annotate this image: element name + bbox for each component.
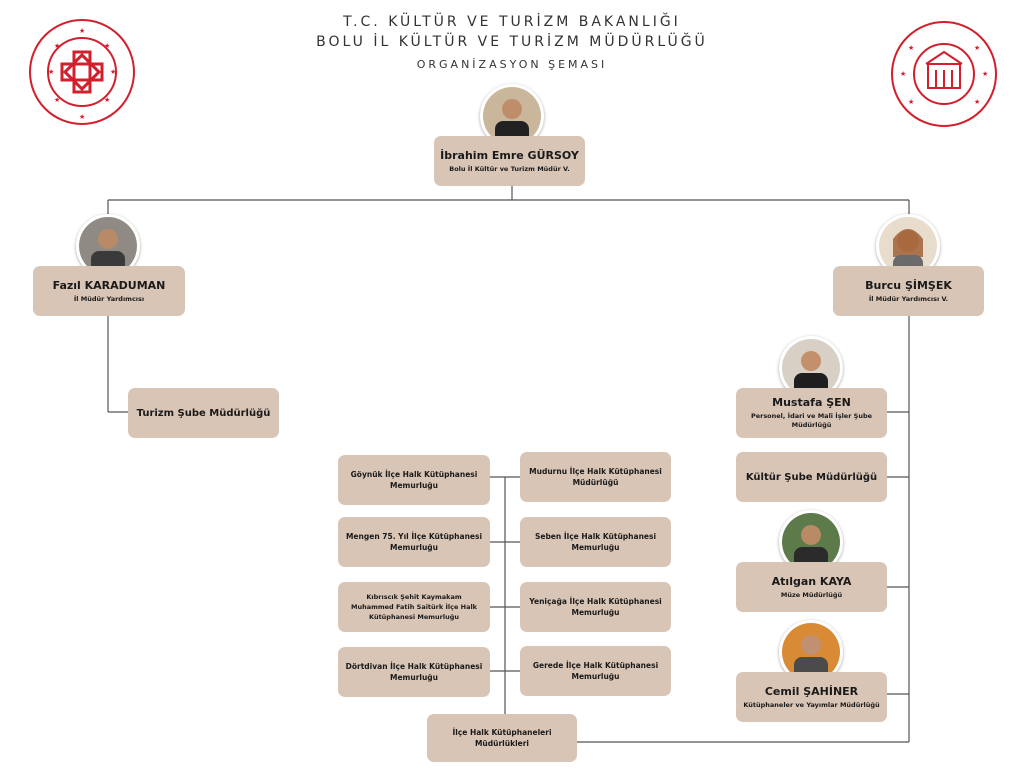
header-ministry: T.C. KÜLTÜR VE TURİZM BAKANLIĞI bbox=[343, 14, 681, 30]
svg-text:★: ★ bbox=[104, 42, 110, 50]
library-label: Mudurnu İlçe Halk Kütüphanesi Müdürlüğü bbox=[529, 467, 662, 487]
cemil-box: Cemil ŞAHİNER Kütüphaneler ve Yayımlar M… bbox=[736, 672, 887, 722]
atilgan-title: Müze Müdürlüğü bbox=[780, 590, 843, 599]
library-box-kibriscik: Kıbrıscık Şehit Kaymakam Muhammed Fatih … bbox=[338, 582, 490, 632]
library-label: Yeniçağa İlçe Halk Kütüphanesi Memurluğu bbox=[529, 597, 662, 617]
library-box-dortdivan: Dörtdivan İlçe Halk Kütüphanesi Memurluğ… bbox=[338, 647, 490, 697]
library-label: Göynük İlçe Halk Kütüphanesi Memurluğu bbox=[350, 470, 478, 490]
library-box-yenicaga: Yeniçağa İlçe Halk Kütüphanesi Memurluğu bbox=[520, 582, 671, 632]
director-title: Bolu İl Kültür ve Turizm Müdür V. bbox=[449, 164, 570, 173]
atilgan-name: Atılgan KAYA bbox=[771, 574, 852, 588]
svg-text:★: ★ bbox=[54, 96, 60, 104]
deputy-right-name: Burcu ŞİMŞEK bbox=[865, 278, 952, 292]
svg-text:★: ★ bbox=[79, 27, 85, 35]
atilgan-box: Atılgan KAYA Müze Müdürlüğü bbox=[736, 562, 887, 612]
cemil-name: Cemil ŞAHİNER bbox=[764, 684, 859, 698]
svg-text:★: ★ bbox=[908, 98, 914, 106]
header-directorate: BOLU İL KÜLTÜR VE TURİZM MÜDÜRLÜĞÜ bbox=[316, 34, 708, 50]
district-directorates-label: İlçe Halk Kütüphaneleri Müdürlükleri bbox=[452, 728, 552, 748]
director-name: İbrahim Emre GÜRSOY bbox=[440, 148, 579, 162]
library-box-goynuk: Göynük İlçe Halk Kütüphanesi Memurluğu bbox=[338, 455, 490, 505]
mustafa-name: Mustafa ŞEN bbox=[772, 396, 851, 409]
deputy-right-title: İl Müdür Yardımcısı V. bbox=[868, 294, 949, 303]
library-label: Gerede İlçe Halk Kütüphanesi Memurluğu bbox=[532, 661, 659, 681]
director-box: İbrahim Emre GÜRSOY Bolu İl Kültür ve Tu… bbox=[434, 136, 585, 186]
tourism-branch-box: Turizm Şube Müdürlüğü bbox=[128, 388, 279, 438]
library-label: Dörtdivan İlçe Halk Kütüphanesi Memurluğ… bbox=[345, 662, 483, 682]
deputy-left-box: Fazıl KARADUMAN İl Müdür Yardımcısı bbox=[33, 266, 185, 316]
deputy-left-name: Fazıl KARADUMAN bbox=[52, 278, 166, 292]
svg-text:★: ★ bbox=[982, 70, 988, 78]
mustafa-box: Mustafa ŞEN Personel, İdari ve Mali İşle… bbox=[736, 388, 887, 438]
culture-branch-label: Kültür Şube Müdürlüğü bbox=[745, 471, 878, 483]
svg-text:★: ★ bbox=[110, 68, 116, 76]
district-directorates-box: İlçe Halk Kütüphaneleri Müdürlükleri bbox=[427, 714, 577, 762]
svg-text:★: ★ bbox=[974, 98, 980, 106]
svg-text:★: ★ bbox=[104, 96, 110, 104]
library-box-seben: Seben İlçe Halk Kütüphanesi Memurluğu bbox=[520, 517, 671, 567]
library-box-mudurnu: Mudurnu İlçe Halk Kütüphanesi Müdürlüğü bbox=[520, 452, 671, 502]
mustafa-title: Personel, İdari ve Mali İşler Şube Müdür… bbox=[750, 412, 873, 429]
svg-text:★: ★ bbox=[900, 70, 906, 78]
svg-text:★: ★ bbox=[54, 42, 60, 50]
library-label: Mengen 75. Yıl İlçe Kütüphanesi Memurluğ… bbox=[345, 532, 483, 552]
svg-text:★: ★ bbox=[79, 113, 85, 121]
deputy-left-title: İl Müdür Yardımcısı bbox=[73, 294, 145, 303]
svg-text:★: ★ bbox=[48, 68, 54, 76]
deputy-right-box: Burcu ŞİMŞEK İl Müdür Yardımcısı V. bbox=[833, 266, 984, 316]
ministry-seal-logo: ★ ★ ★ ★ ★ ★ ★ ★ bbox=[28, 18, 136, 130]
library-label: Kıbrıscık Şehit Kaymakam Muhammed Fatih … bbox=[350, 593, 478, 621]
page-title: ORGANİZASYON ŞEMASI bbox=[416, 58, 608, 71]
svg-text:★: ★ bbox=[974, 44, 980, 52]
tourism-branch-label: Turizm Şube Müdürlüğü bbox=[136, 407, 271, 419]
culture-branch-box: Kültür Şube Müdürlüğü bbox=[736, 452, 887, 502]
library-label: Seben İlçe Halk Kütüphanesi Memurluğu bbox=[534, 532, 657, 552]
cemil-title: Kütüphaneler ve Yayımlar Müdürlüğü bbox=[743, 700, 880, 709]
governorship-seal-logo: ★ ★ ★ ★ ★ ★ bbox=[890, 20, 998, 132]
library-box-gerede: Gerede İlçe Halk Kütüphanesi Memurluğu bbox=[520, 646, 671, 696]
svg-text:★: ★ bbox=[908, 44, 914, 52]
library-box-mengen: Mengen 75. Yıl İlçe Kütüphanesi Memurluğ… bbox=[338, 517, 490, 567]
